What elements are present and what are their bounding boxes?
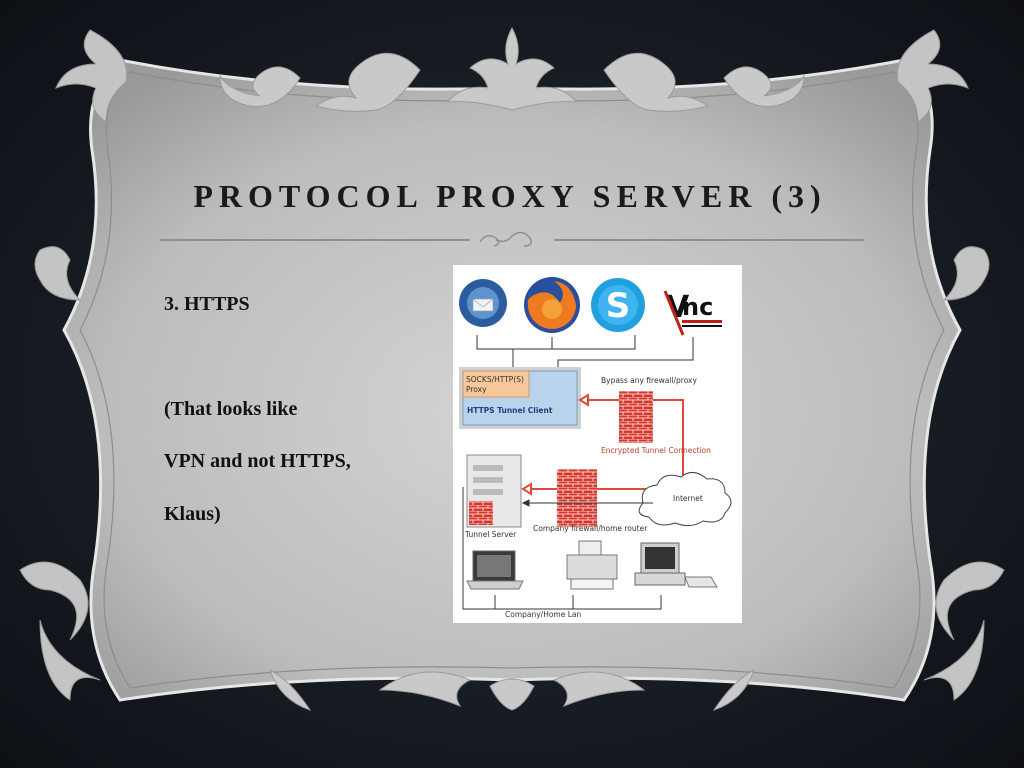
internet-label: Internet	[673, 494, 703, 503]
company-firewall-label: Company firewall/home router	[533, 524, 648, 533]
thunderbird-icon	[459, 279, 507, 327]
firewall-upper	[619, 391, 653, 443]
note-line-3: Klaus)	[164, 503, 221, 525]
bullet-https: 3. HTTPS	[164, 293, 250, 315]
tunnel-server-label: Tunnel Server	[464, 530, 517, 539]
proxy-label-1: SOCKS/HTTP(S)	[466, 375, 524, 384]
skype-icon: S	[591, 278, 645, 332]
corner-ornaments	[19, 29, 1005, 701]
laptop-icon	[466, 550, 524, 590]
internet-cloud	[638, 472, 732, 527]
lan-label: Company/Home Lan	[505, 610, 582, 619]
bottom-ornament	[269, 669, 755, 711]
proxy-box	[462, 370, 530, 398]
firewall-lower	[557, 469, 597, 527]
top-ornament	[219, 26, 805, 112]
firefox-icon	[524, 277, 580, 333]
bypass-label: Bypass any firewall/proxy	[601, 376, 697, 385]
printer-icon	[566, 540, 618, 590]
encrypted-label: Encrypted Tunnel Connection	[601, 446, 711, 455]
proxy-label-2: Proxy	[466, 385, 487, 394]
svg-text:S: S	[606, 286, 631, 326]
desktop-icon	[634, 542, 718, 588]
tunnel-server-icon	[466, 454, 522, 528]
slide-title: PROTOCOL PROXY SERVER (3)	[193, 178, 827, 214]
title-divider	[160, 231, 864, 247]
note-line-1: (That looks like	[164, 398, 298, 420]
svg-text:nc: nc	[682, 293, 713, 321]
note-line-2: VPN and not HTTPS,	[164, 450, 351, 472]
tunnel-diagram: S V nc SOCKS/HTTP(S) Proxy HTTP	[453, 265, 742, 623]
tunnel-client-label: HTTPS Tunnel Client	[467, 406, 553, 415]
vnc-icon: V nc	[663, 290, 722, 336]
